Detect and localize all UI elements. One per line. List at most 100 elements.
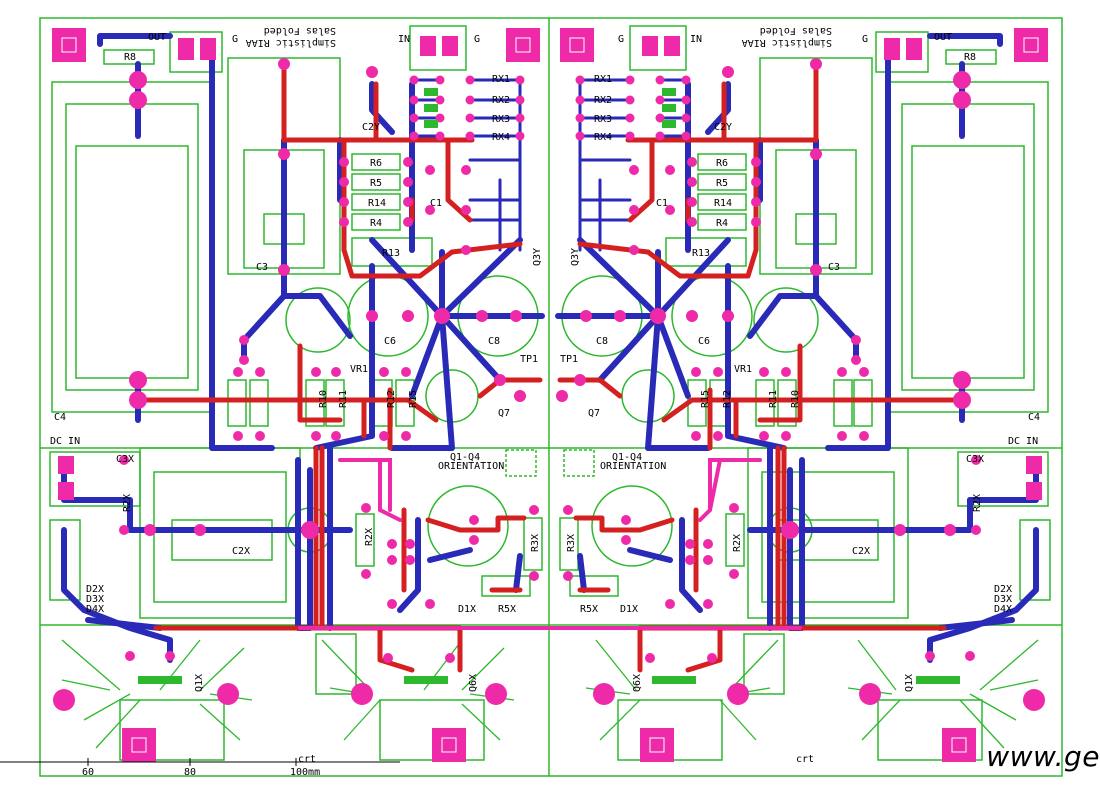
title-line2-left: Simplistic RIAA	[246, 37, 336, 48]
label-q3y-right: Q3Y	[570, 248, 581, 266]
label-c2x-left: C2X	[232, 546, 250, 557]
label-r6-left: R6	[370, 158, 382, 169]
label-c6-left: C6	[384, 336, 396, 347]
silkscreen-labels: Salas Folded Simplistic RIAA Salas Folde…	[50, 25, 1040, 765]
label-r4x-left: R2X	[364, 528, 375, 546]
label-in-left: IN	[398, 34, 410, 45]
label-r5x-left: R5X	[498, 604, 516, 615]
label-dc-in-left: DC IN	[50, 436, 80, 447]
label-tp1-left: TP1	[520, 354, 538, 365]
label-g-left: G	[232, 34, 238, 45]
label-r2x-mid-right: R2X	[732, 534, 743, 552]
label-out-right: OUT	[934, 32, 952, 43]
label-r14-right: R14	[714, 198, 732, 209]
bottom-copper-signal-traces	[412, 78, 688, 252]
heatsink-outlines	[61, 639, 1039, 749]
label-r4-right: R4	[716, 218, 728, 229]
bottom-copper-traces	[61, 33, 1039, 663]
label-orientation-right: ORIENTATION	[600, 461, 666, 472]
label-q6x-right: Q6X	[632, 674, 643, 692]
label-q3y-left: Q3Y	[532, 248, 543, 266]
label-vr1-right: VR1	[734, 364, 752, 375]
label-r15-right: R15	[700, 390, 711, 408]
label-rx4-right: RX4	[594, 132, 612, 143]
transistor-footprints	[138, 88, 960, 684]
label-crt-right: crt	[796, 754, 814, 765]
label-q1x-right: Q1X	[904, 674, 915, 692]
label-crt-left: crt	[298, 754, 316, 765]
label-r6-right: R6	[716, 158, 728, 169]
pads-small	[119, 58, 981, 663]
label-rx2-right: RX2	[594, 95, 612, 106]
label-r2x-right: R2X	[972, 494, 983, 512]
label-d2x-right: D2X	[994, 584, 1012, 595]
label-r8-left: R8	[124, 52, 136, 63]
board-outline	[39, 17, 1063, 777]
pads-large	[53, 71, 1045, 711]
label-c4-left: C4	[54, 412, 66, 423]
label-g-mid-right: G	[618, 34, 624, 45]
label-rx1-left: RX1	[492, 74, 510, 85]
label-c4-right: C4	[1028, 412, 1040, 423]
label-r8-right: R8	[964, 52, 976, 63]
magenta-traces	[298, 458, 802, 630]
label-r10-right: R10	[790, 390, 801, 408]
label-c8-right: C8	[596, 336, 608, 347]
title-line2-right: Simplistic RIAA	[742, 37, 832, 48]
top-copper-traces	[135, 61, 965, 673]
label-r11-left: R11	[338, 390, 349, 408]
label-vr1-left: VR1	[350, 364, 368, 375]
label-r13-left: R13	[382, 248, 400, 259]
label-c3-right: C3	[828, 262, 840, 273]
label-r2x-left: R2X	[122, 494, 133, 512]
label-r12-right: R12	[722, 390, 733, 408]
label-r10-left: R10	[318, 390, 329, 408]
label-r3x-left: R3X	[530, 534, 541, 552]
label-q-orient-right: Q1-Q4	[612, 452, 642, 463]
label-out-left: OUT	[148, 32, 166, 43]
label-rx3-right: RX3	[594, 114, 612, 125]
label-q7-right: Q7	[588, 408, 600, 419]
label-r14-left: R14	[368, 198, 386, 209]
label-g-right: G	[862, 34, 868, 45]
label-d2x-left: D2X	[86, 584, 104, 595]
label-g-mid-left: G	[474, 34, 480, 45]
label-r13-right: R13	[692, 248, 710, 259]
label-rx3-left: RX3	[492, 114, 510, 125]
label-q7-left: Q7	[498, 408, 510, 419]
label-r3x-right: R3X	[566, 534, 577, 552]
label-d1x-right: D1X	[620, 604, 638, 615]
label-c3-left: C3	[256, 262, 268, 273]
orientation-markers	[505, 449, 595, 477]
label-d4x-right: D4X	[994, 604, 1012, 615]
ruler-tick-60: 60	[82, 767, 94, 778]
label-q1x-left: Q1X	[194, 674, 205, 692]
ruler-tick-100: 100mm	[290, 767, 320, 778]
mounting-pads	[52, 28, 1048, 762]
label-c1-left: C1	[430, 198, 442, 209]
pads-header-strip	[409, 75, 691, 141]
label-rx1-right: RX1	[594, 74, 612, 85]
label-c2x-right: C2X	[852, 546, 870, 557]
label-d3x-left: D3X	[86, 594, 104, 605]
label-c3x-left: C3X	[116, 454, 134, 465]
label-dc-in-right: DC IN	[1008, 436, 1038, 447]
label-q6x-left: Q6X	[468, 674, 479, 692]
label-c1-right: C1	[656, 198, 668, 209]
label-r5-right: R5	[716, 178, 728, 189]
label-r5-left: R5	[370, 178, 382, 189]
label-r12-left: R12	[386, 390, 397, 408]
label-q-orient-left: Q1-Q4	[450, 452, 480, 463]
title-line1-right: Salas Folded	[760, 25, 832, 36]
label-tp1-right: TP1	[560, 354, 578, 365]
label-rx2-left: RX2	[492, 95, 510, 106]
watermark-text: www.ge	[986, 740, 1100, 773]
label-c2y-left: C2Y	[362, 122, 380, 133]
label-rx4-left: RX4	[492, 132, 510, 143]
label-c8-left: C8	[488, 336, 500, 347]
title-line1-left: Salas Folded	[264, 25, 336, 36]
label-r4-left: R4	[370, 218, 382, 229]
label-d4x-left: D4X	[86, 604, 104, 615]
label-in-right: IN	[690, 34, 702, 45]
